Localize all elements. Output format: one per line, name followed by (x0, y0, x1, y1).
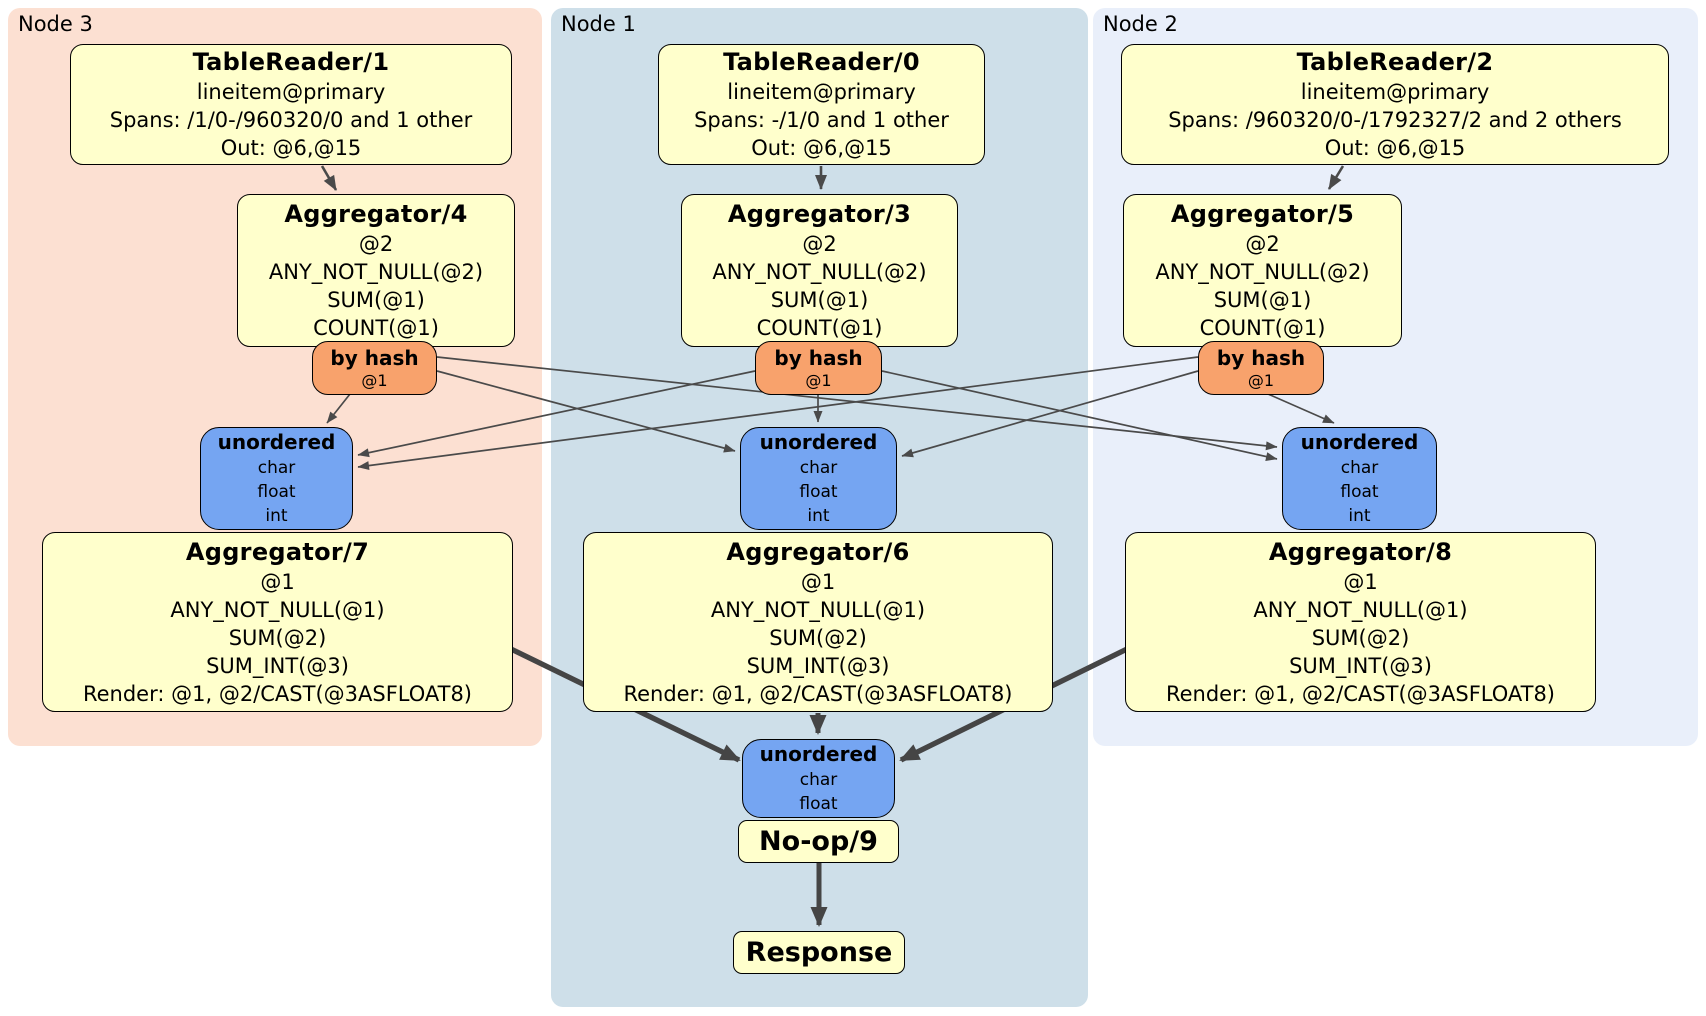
box-line: Spans: /960320/0-/1792327/2 and 2 others (1168, 108, 1622, 132)
aggregator-7-box: Aggregator/7 @1 ANY_NOT_NULL(@1) SUM(@2)… (42, 532, 513, 712)
sync-title: unordered (1300, 430, 1419, 454)
tablereader-0-box: TableReader/0 lineitem@primary Spans: -/… (658, 44, 985, 165)
box-line: SUM(@1) (1213, 288, 1312, 312)
box-line: SUM_INT(@3) (206, 653, 349, 678)
box-line: SUM(@2) (769, 625, 867, 650)
sync-title: unordered (759, 430, 878, 454)
tablereader-1-box: TableReader/1 lineitem@primary Spans: /1… (70, 44, 512, 165)
router-title: by hash (774, 345, 863, 370)
sync-line: char (257, 458, 296, 478)
box-title: Aggregator/4 (284, 200, 468, 228)
box-line: Spans: -/1/0 and 1 other (694, 108, 949, 132)
box-line: lineitem@primary (727, 80, 916, 104)
router-detail: @1 (1247, 370, 1275, 390)
sync-line: int (1348, 506, 1371, 526)
aggregator-8-box: Aggregator/8 @1 ANY_NOT_NULL(@1) SUM(@2)… (1125, 532, 1596, 712)
box-line: ANY_NOT_NULL(@1) (710, 597, 926, 622)
box-line: SUM_INT(@3) (1289, 653, 1432, 678)
sync-line: float (257, 482, 296, 502)
box-title: TableReader/0 (723, 48, 920, 76)
node3-label: Node 3 (18, 12, 93, 36)
box-title: TableReader/2 (1296, 48, 1494, 76)
node2-label: Node 2 (1103, 12, 1178, 36)
hash-router-node3: by hash @1 (312, 341, 437, 395)
box-line: Render: @1, @2/CAST(@3ASFLOAT8) (1165, 681, 1556, 706)
box-line: SUM(@2) (1311, 625, 1410, 650)
edge-hash2-sync2 (1267, 393, 1335, 424)
box-line: @1 (1343, 569, 1378, 594)
response-box: Response (733, 931, 905, 974)
noop-box: No-op/9 (738, 820, 899, 863)
sync-line: float (1340, 482, 1379, 502)
edge-hash3-sync3 (326, 393, 351, 424)
box-line: Render: @1, @2/CAST(@3ASFLOAT8) (623, 681, 1013, 706)
box-line: ANY_NOT_NULL(@2) (712, 260, 927, 284)
router-detail: @1 (805, 370, 832, 390)
edge-tablereader2-aggregator5 (1327, 165, 1345, 190)
box-line: SUM(@2) (228, 625, 327, 650)
box-line: Out: @6,@15 (751, 136, 892, 160)
box-line: @2 (358, 232, 394, 256)
sync-final: unordered char float (742, 739, 895, 818)
box-line: Out: @6,@15 (220, 136, 362, 160)
sync-node3: unordered char float int (200, 427, 353, 530)
aggregator-6-box: Aggregator/6 @1 ANY_NOT_NULL(@1) SUM(@2)… (583, 532, 1053, 712)
box-line: ANY_NOT_NULL(@1) (170, 597, 385, 622)
tablereader-2-box: TableReader/2 lineitem@primary Spans: /9… (1121, 44, 1669, 165)
edge-hash3-sync1 (436, 370, 736, 453)
box-line: COUNT(@1) (313, 316, 439, 340)
box-line: @1 (260, 569, 295, 594)
box-title: TableReader/1 (192, 48, 390, 76)
box-line: SUM(@1) (770, 288, 869, 312)
sync-line: int (807, 506, 830, 526)
edge-hash1-sync2 (881, 370, 1278, 462)
box-title: No-op/9 (759, 825, 878, 857)
box-line: @2 (1245, 232, 1280, 256)
box-line: Render: @1, @2/CAST(@3ASFLOAT8) (82, 681, 473, 706)
sync-line: float (799, 794, 838, 814)
sync-line: int (265, 506, 288, 526)
edge-hash1-sync3 (357, 370, 756, 458)
box-line: ANY_NOT_NULL(@2) (1155, 260, 1370, 284)
box-title: Aggregator/8 (1268, 537, 1453, 566)
router-title: by hash (330, 345, 419, 370)
hash-router-node1: by hash @1 (755, 341, 882, 395)
sync-title: unordered (759, 742, 878, 766)
box-title: Aggregator/5 (1170, 200, 1355, 228)
node1-label: Node 1 (561, 12, 636, 36)
box-line: COUNT(@1) (1199, 316, 1326, 340)
sync-node1: unordered char float int (740, 427, 897, 530)
aggregator-3-box: Aggregator/3 @2 ANY_NOT_NULL(@2) SUM(@1)… (681, 194, 958, 347)
box-line: Spans: /1/0-/960320/0 and 1 other (109, 108, 473, 132)
box-line: SUM(@1) (327, 288, 425, 312)
box-line: SUM_INT(@3) (746, 653, 890, 678)
box-line: lineitem@primary (1300, 80, 1490, 104)
box-line: ANY_NOT_NULL(@2) (268, 260, 484, 284)
sync-line: char (1340, 458, 1379, 478)
sync-line: char (799, 458, 838, 478)
box-line: ANY_NOT_NULL(@1) (1253, 597, 1468, 622)
box-title: Aggregator/3 (727, 200, 912, 228)
edge-hash2-sync3 (357, 356, 1199, 471)
box-title: Aggregator/6 (726, 537, 910, 566)
box-line: @2 (802, 232, 837, 256)
box-line: Out: @6,@15 (1324, 136, 1466, 160)
sync-line: char (799, 770, 838, 790)
box-line: COUNT(@1) (756, 316, 883, 340)
edge-hash2-sync1 (901, 370, 1199, 458)
box-title: Aggregator/7 (185, 537, 370, 566)
router-detail: @1 (361, 370, 388, 390)
router-title: by hash (1216, 345, 1306, 370)
box-title: Response (745, 936, 893, 968)
sync-node2: unordered char float int (1282, 427, 1437, 530)
box-line: @1 (800, 569, 836, 594)
hash-router-node2: by hash @1 (1198, 341, 1324, 395)
box-line: lineitem@primary (196, 80, 386, 104)
aggregator-4-box: Aggregator/4 @2 ANY_NOT_NULL(@2) SUM(@1)… (237, 194, 515, 347)
sync-line: float (799, 482, 838, 502)
sync-title: unordered (217, 430, 336, 454)
edge-tablereader1-aggregator4 (320, 165, 338, 191)
aggregator-5-box: Aggregator/5 @2 ANY_NOT_NULL(@2) SUM(@1)… (1123, 194, 1402, 347)
